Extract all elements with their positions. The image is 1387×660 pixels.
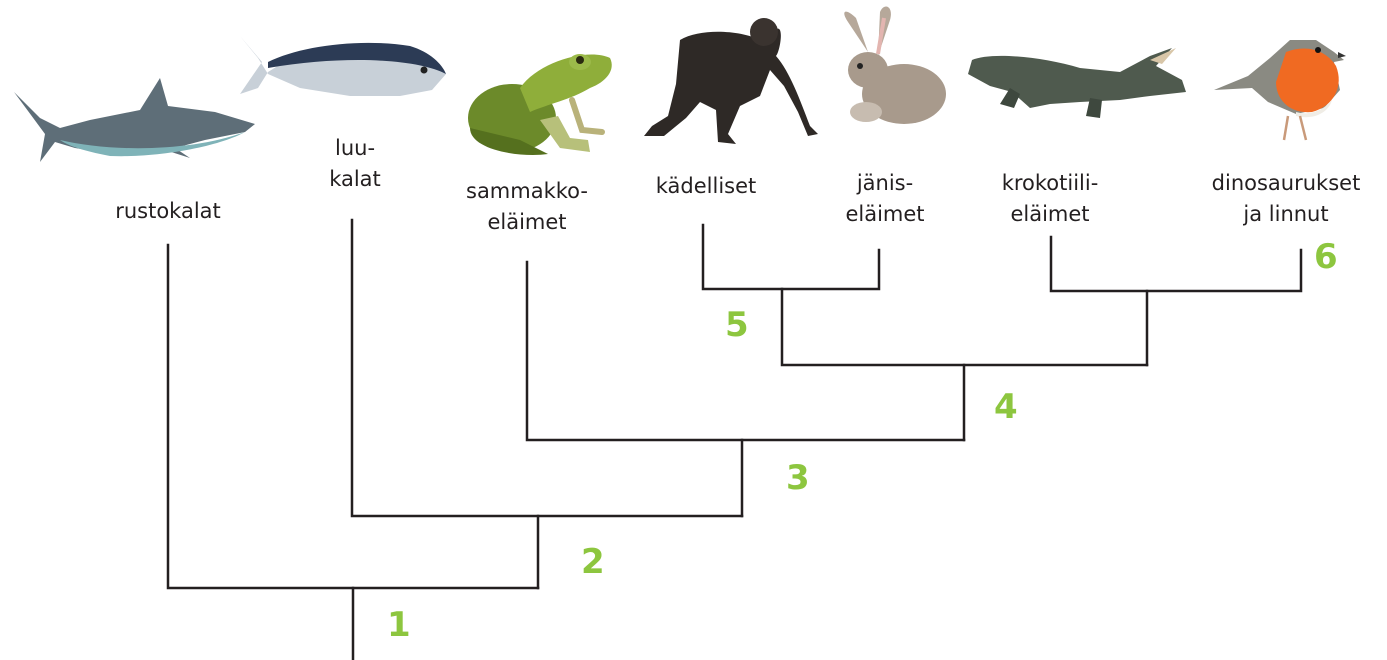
node-number-2: 2 <box>581 542 605 582</box>
taxon-label-janiselaimet: jänis- eläimet <box>820 168 950 230</box>
crocodile-icon <box>968 48 1186 118</box>
taxon-label-line: luu- <box>334 136 376 160</box>
branch-sammakkoelaimet <box>525 260 966 442</box>
taxon-label-line: eläimet <box>1010 202 1090 226</box>
tuna-fish-icon <box>240 36 446 96</box>
rabbit-icon <box>844 6 946 124</box>
taxon-label-line: eläimet <box>845 202 925 226</box>
taxon-label-kadelliset: kädelliset <box>636 171 776 202</box>
taxon-label-krokotiilielaimet: krokotiili- eläimet <box>980 168 1120 230</box>
branch-node-1 <box>166 243 540 590</box>
branch-mammals <box>780 287 1149 367</box>
taxon-label-rustokalat: rustokalat <box>98 196 238 227</box>
robin-bird-icon <box>1214 40 1346 141</box>
taxon-label-line: eläimet <box>487 210 567 234</box>
taxon-label-line: sammakko- <box>466 179 588 203</box>
node-number-3: 3 <box>786 458 810 498</box>
node-number-6: 6 <box>1314 237 1338 277</box>
node-number-1: 1 <box>387 605 411 645</box>
branch-luukalat <box>350 218 744 518</box>
taxon-label-line: ja linnut <box>1243 202 1329 226</box>
taxon-label-luukalat: luu- kalat <box>300 133 410 195</box>
taxon-label-line: dinosaurukset <box>1211 171 1361 195</box>
node-number-4: 4 <box>994 387 1018 427</box>
taxon-label-dinosaurukset: dinosaurukset ja linnut <box>1196 168 1376 230</box>
taxon-label-line: krokotiili- <box>1001 171 1099 195</box>
taxon-label-sammakkoelaimet: sammakko- eläimet <box>447 176 607 238</box>
shark-icon <box>14 78 255 162</box>
chimpanzee-icon <box>644 18 818 144</box>
frog-icon <box>468 54 612 155</box>
taxon-label-line: jänis- <box>856 171 914 195</box>
node-number-5: 5 <box>725 305 749 345</box>
branch-node-6 <box>1049 235 1303 293</box>
taxon-label-line: kalat <box>329 167 381 191</box>
taxon-label-line: rustokalat <box>115 199 221 223</box>
taxon-label-line: kädelliset <box>655 174 757 198</box>
branch-node-5 <box>701 223 881 291</box>
